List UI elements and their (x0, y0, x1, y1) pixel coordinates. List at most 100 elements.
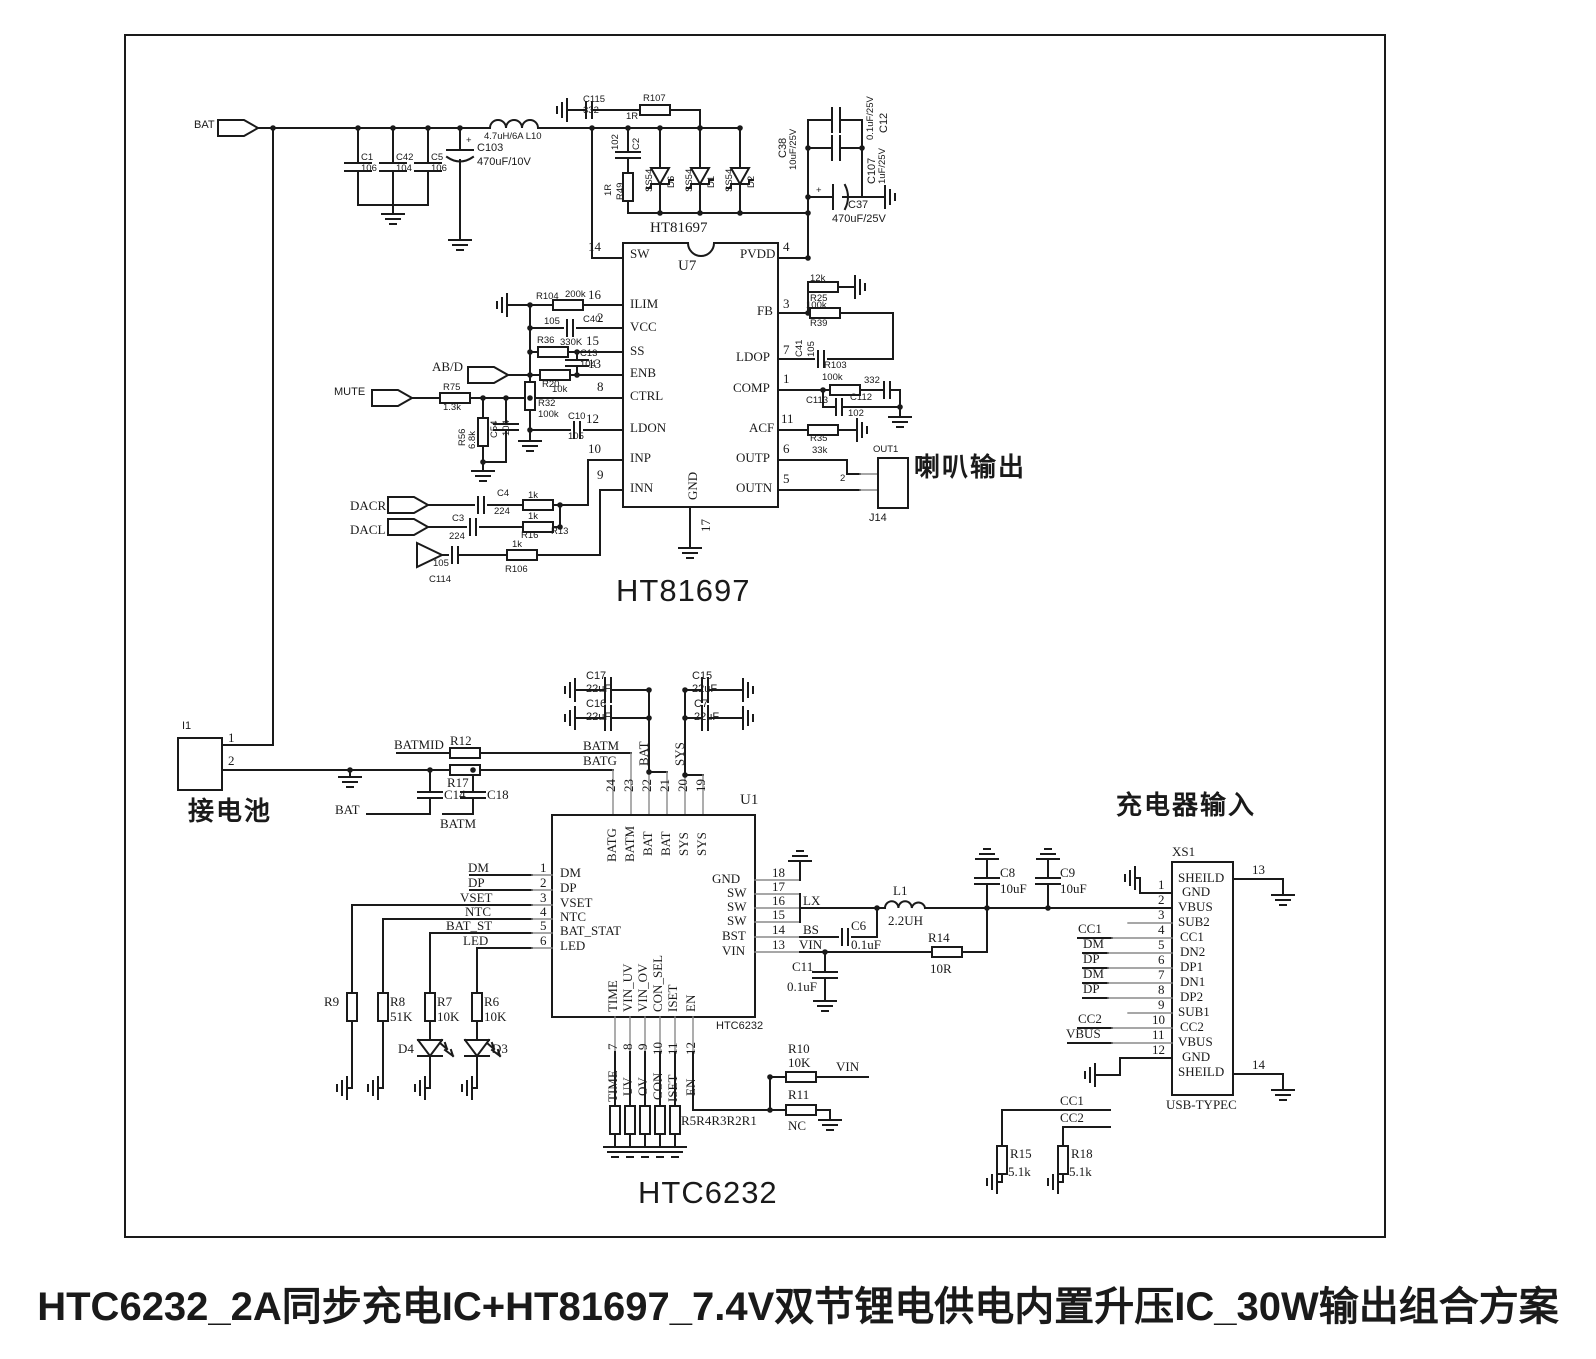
ic-htc6232-body (551, 814, 756, 1018)
conn-j14-pin2: 2 (840, 473, 846, 484)
net-sys-v: SYS (672, 742, 687, 766)
cap-c37: C37 (848, 199, 869, 211)
u7-pin5: 5 (783, 471, 790, 486)
u1-sw-i2: SW (727, 899, 747, 914)
cap-c114: C114 (429, 574, 452, 585)
u1-pin21: 21 (657, 779, 672, 792)
conn-xs1-name: USB-TYPEC (1166, 1097, 1237, 1112)
res-r39-val: 100k (806, 300, 827, 311)
htc6232-charger-circuit (177, 677, 1295, 1194)
cap-c54: C54 (489, 420, 500, 438)
port-dacl-label: DACL (350, 522, 386, 537)
ind-l1-val: 2.2UH (888, 913, 924, 928)
inductor-l10-icon (488, 119, 540, 130)
u7-acf: ACF (749, 420, 775, 435)
u1-pin5: 5 (540, 918, 547, 933)
cap-c7: C7 22uF (694, 698, 720, 723)
res-r11: R11 (788, 1087, 810, 1102)
res-r104-val: 200k (565, 289, 586, 300)
xs1-pin8: 8 (1158, 982, 1165, 997)
cap-c9: C9 (1060, 865, 1076, 880)
diode-d1-type: SS54 (684, 168, 695, 192)
net-iset: ISET (665, 1074, 680, 1102)
net-dm-7: DM (1083, 966, 1104, 981)
xs1-dp1: DP1 (1180, 959, 1204, 974)
cap-c2-val: 102 (610, 134, 621, 150)
u7-pin10: 10 (588, 441, 601, 456)
u1-bst-i: BST (722, 928, 746, 943)
net-dp-8: DP (1083, 981, 1100, 996)
res-r106: R106 (505, 564, 528, 575)
net-vset: VSET (460, 890, 493, 905)
u1-pin9: 9 (635, 1043, 650, 1051)
net-batg: BATG (583, 753, 617, 768)
u1-en-i: EN (683, 994, 698, 1012)
cap-c17: C17 22uF (586, 670, 612, 695)
u7-pin7: 7 (783, 342, 790, 357)
res-r8: R8 (390, 994, 406, 1009)
ic-u1-name: HTC6232 (716, 1020, 764, 1032)
diode-d2-type: SS54 (724, 168, 735, 192)
ic-u7: U7 (678, 258, 697, 274)
cap-c6-val: 0.1uF (851, 937, 881, 952)
cap-c6: C6 (851, 918, 867, 933)
u7-ldon: LDON (630, 420, 667, 435)
u7-pin12: 12 (586, 411, 599, 426)
c103-electrolytic-plate (445, 155, 475, 163)
cap-c42: C42 104 (396, 152, 414, 174)
net-bat-c14: BAT (335, 802, 360, 817)
xs1-sub1: SUB1 (1178, 1004, 1210, 1019)
xs1-dn1: DN1 (1180, 974, 1206, 989)
res-r32-10k: 10k (552, 384, 568, 395)
port-dacr-label: DACR (350, 498, 387, 513)
u1-pin14: 14 (772, 922, 785, 937)
connector-j14-body (877, 457, 909, 509)
cap-c9-val: 10uF (1060, 881, 1087, 896)
u1-pin12: 12 (683, 1042, 698, 1055)
res-r13-val: 1k (528, 490, 539, 501)
diode-d1: D1 (706, 175, 717, 188)
xs1-sub2: SUB2 (1178, 914, 1210, 929)
schematic-frame (124, 34, 1386, 1238)
u1-ntc-i: NTC (560, 909, 586, 924)
charger-input-title: 充电器输入 (1116, 790, 1257, 820)
u1-pin4: 4 (540, 904, 547, 919)
res-r15-val: 5.1k (1008, 1164, 1031, 1179)
net-dm-5: DM (1083, 936, 1104, 951)
u7-pin3: 3 (783, 296, 790, 311)
res-r5r4r3r2r1: R5R4R3R2R1 (681, 1113, 757, 1128)
net-led: LED (463, 933, 489, 948)
res-r75-val: 1.3k (443, 402, 461, 413)
res-r9: R9 (324, 994, 340, 1009)
u1-pin24: 24 (603, 779, 618, 792)
conn-j1-ref: I1 (182, 720, 192, 732)
xs1-vbus-2: VBUS (1178, 899, 1213, 914)
cap-c41: C41 (794, 339, 805, 357)
xs1-sheild-b: SHEILD (1178, 1064, 1225, 1079)
res-r7: R7 (437, 994, 453, 1009)
u7-pin11: 11 (781, 411, 794, 426)
u7-inn: INN (630, 480, 654, 495)
xs1-cc2: CC2 (1180, 1019, 1204, 1034)
port-abd-label: AB/D (432, 359, 464, 374)
diode-d6-type: SS54 (644, 168, 655, 192)
net-bat-v: BAT (636, 741, 651, 766)
u7-ss: SS (630, 343, 645, 358)
xs1-vbus-11: VBUS (1178, 1034, 1213, 1049)
cap-c8-val: 10uF (1000, 881, 1027, 896)
res-r18: R18 (1071, 1146, 1093, 1161)
u7-gnd: GND (685, 471, 700, 500)
res-r107: R107 (643, 93, 666, 104)
u7-pin1: 1 (783, 371, 790, 386)
cap-c14: C14 (444, 787, 466, 802)
u7-comp: COMP (733, 380, 770, 395)
cap-c11-val: 0.1uF (787, 979, 817, 994)
xs1-gnd-12: GND (1182, 1049, 1211, 1064)
res-r17: R17 (447, 775, 469, 790)
net-ov: OV (635, 1077, 650, 1096)
net-batm: BATM (583, 738, 620, 753)
cap-c41-val: 105 (806, 341, 817, 357)
cap-c113: C113 (806, 395, 829, 406)
net-ntc: NTC (465, 904, 491, 919)
